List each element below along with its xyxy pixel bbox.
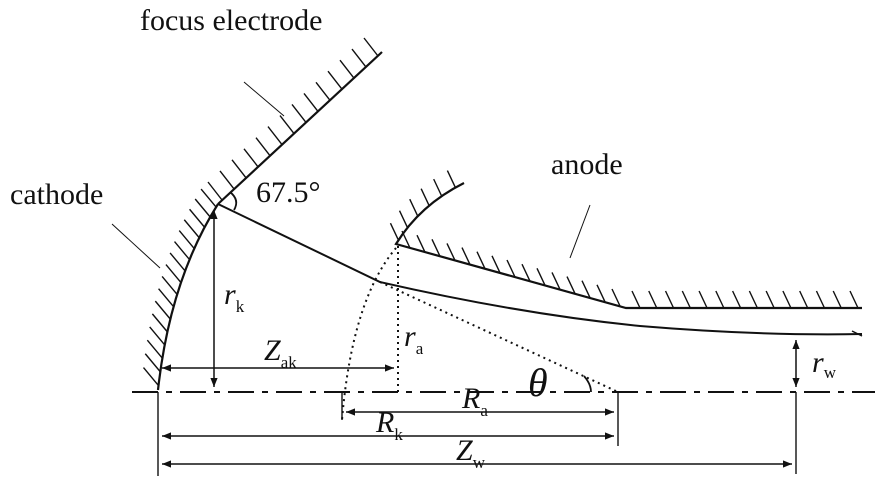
angle-label: 67.5° <box>256 176 321 209</box>
hatch-mark <box>446 243 456 261</box>
hatch-mark <box>144 353 161 373</box>
hatch-mark <box>151 313 168 333</box>
hatch-mark <box>303 92 319 112</box>
cathode-surface <box>156 203 219 391</box>
hatch-mark <box>799 290 809 309</box>
hatch-mark <box>194 198 211 218</box>
hatch-mark <box>506 259 516 278</box>
hatch-mark <box>596 284 606 303</box>
hatch-mark <box>207 181 223 201</box>
hatch-mark <box>200 188 217 208</box>
hatch-mark <box>664 290 675 309</box>
hatch-mark <box>327 70 343 90</box>
focus-electrode-leader <box>243 81 285 117</box>
rk-label: rk <box>224 278 245 316</box>
focus-electrode-surface <box>217 51 383 205</box>
hatch-mark <box>431 238 441 257</box>
hatch-mark <box>291 104 307 123</box>
anode-leader <box>569 204 591 259</box>
ra-big-label: Ra <box>461 382 488 420</box>
hatch-mark <box>189 208 206 228</box>
anode-surface <box>394 182 862 310</box>
hatch-mark <box>416 234 426 253</box>
hatch-mark <box>698 290 708 309</box>
hatch-mark <box>398 210 409 228</box>
hatch-mark <box>748 290 759 309</box>
hatch-mark <box>169 252 186 272</box>
beam-envelope <box>217 203 863 336</box>
theta-label: θ <box>528 360 548 405</box>
hatch-mark <box>267 126 283 146</box>
hatch-mark <box>446 170 457 188</box>
hatch-mark <box>433 178 443 197</box>
hatch-mark <box>631 290 641 309</box>
hatch-mark <box>183 219 200 239</box>
hatch-mark <box>231 159 247 179</box>
hatch-mark <box>178 230 195 249</box>
cathode-hatching <box>142 188 217 387</box>
hatch-mark <box>648 290 658 309</box>
beam-tail-tick <box>851 330 863 337</box>
hatch-mark <box>351 48 367 68</box>
rk-big-label: Rk <box>375 406 403 444</box>
hatch-mark <box>491 255 501 274</box>
anode-label: anode <box>551 148 623 181</box>
hatch-mark <box>409 198 419 217</box>
hatch-mark <box>832 290 842 309</box>
hatch-mark <box>782 290 792 309</box>
anode-hatching <box>389 170 859 309</box>
focus-electrode-label: focus electrode <box>140 4 322 37</box>
hatch-mark <box>551 272 561 290</box>
cathode-leader <box>111 223 161 269</box>
hatch-mark <box>165 264 182 284</box>
hatch-mark <box>173 241 191 261</box>
theta-angle-arc <box>583 375 592 393</box>
hatch-mark <box>149 326 166 346</box>
focus-electrode-hatching <box>207 37 379 201</box>
hatch-mark <box>611 288 621 307</box>
anode-radius-arc <box>341 247 397 421</box>
hatch-mark <box>715 290 725 309</box>
hatch-mark <box>339 59 355 79</box>
hatch-mark <box>849 290 859 309</box>
hatch-mark <box>681 290 691 309</box>
hatch-mark <box>219 170 235 190</box>
hatch-mark <box>255 137 271 157</box>
rw-label: rw <box>812 346 837 382</box>
hatch-mark <box>158 288 175 308</box>
hatch-mark <box>161 276 178 295</box>
hatch-mark <box>154 300 171 320</box>
convergence-ray <box>379 281 619 393</box>
hatch-mark <box>389 222 400 241</box>
hatch-mark <box>566 276 576 294</box>
ra-label: ra <box>404 320 424 358</box>
hatch-mark <box>536 267 546 286</box>
zak-label: Zak <box>264 334 297 372</box>
hatch-mark <box>420 188 430 206</box>
hatch-mark <box>521 263 531 282</box>
hatch-mark <box>476 251 486 270</box>
hatch-mark <box>146 339 163 359</box>
hatch-mark <box>315 81 331 101</box>
zw-label: Zw <box>456 434 486 472</box>
hatch-mark <box>815 290 826 309</box>
hatch-mark <box>142 367 160 387</box>
hatch-mark <box>243 148 259 168</box>
hatch-mark <box>765 290 775 309</box>
cathode-label: cathode <box>10 178 103 211</box>
hatch-mark <box>363 37 379 57</box>
hatch-mark <box>731 290 742 309</box>
hatch-mark <box>461 247 471 265</box>
hatch-mark <box>581 280 591 299</box>
hatch-mark <box>401 230 411 249</box>
angle-67-arc <box>229 191 238 211</box>
hatch-mark <box>279 115 295 134</box>
